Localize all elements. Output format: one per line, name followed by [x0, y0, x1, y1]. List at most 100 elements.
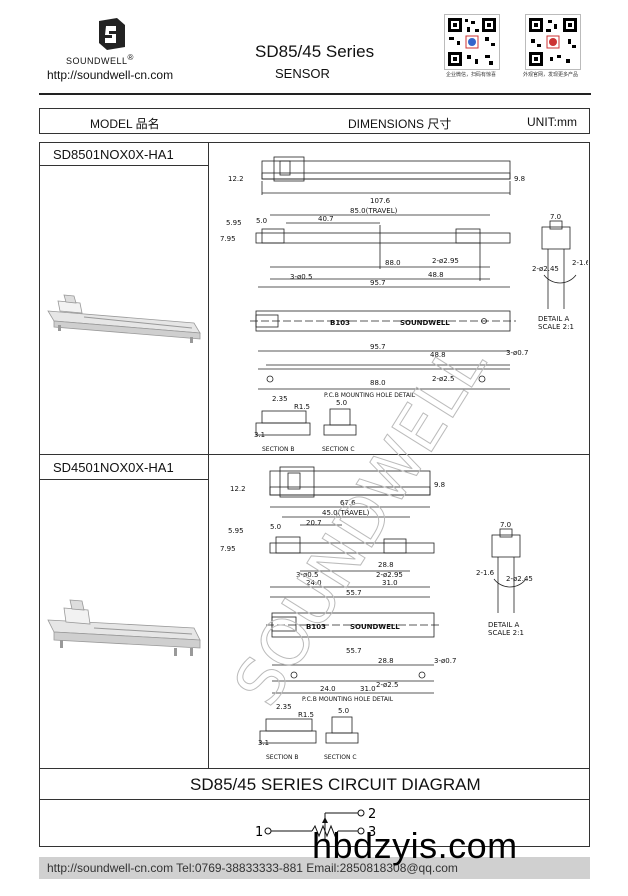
dim-w1: 5.0 [270, 523, 281, 531]
dim-h2: 9.8 [434, 481, 445, 489]
dim-w1: 5.0 [256, 217, 267, 225]
detail-width: 7.0 [500, 521, 511, 529]
detail-width: 7.0 [550, 213, 561, 221]
model-name-1: SD8501NOX0X-HA1 [53, 147, 174, 162]
pcb-dim-488: 48.8 [430, 351, 446, 359]
table-header: MODEL 品名 DIMENSIONS 尺寸 UNIT:mm [39, 108, 590, 134]
model-header: MODEL 品名 [90, 117, 160, 131]
section-c-dim1: 5.0 [336, 399, 347, 407]
dim-d3: 48.8 [428, 271, 444, 279]
qr-code-wechat[interactable] [444, 14, 500, 70]
pcb-dim-31: 31.0 [360, 685, 376, 693]
dim-d1: 40.7 [318, 215, 334, 223]
product-photo-sd85 [47, 294, 201, 343]
dim-overall: 107.6 [370, 197, 391, 205]
qr-icon [448, 18, 496, 66]
pcb-dim-957: 95.7 [370, 343, 386, 351]
column-divider [208, 143, 209, 768]
slider-marking-left: B103 [330, 319, 350, 327]
qr-left-caption: 企业微信，扫码有惊喜 [446, 72, 497, 78]
row-divider [40, 454, 589, 455]
pcb-hole: 2-ø2.5 [376, 681, 398, 689]
pin-2-label: 2 [368, 807, 376, 822]
row-divider [40, 479, 208, 480]
qr-code-website[interactable] [525, 14, 581, 70]
dim-h3: 7.95 [220, 545, 236, 553]
pcb-pin: 3-ø0.7 [434, 657, 456, 665]
dim-overall: 67.6 [340, 499, 356, 507]
section-b-dim1: 2.35 [276, 703, 292, 711]
qr-icon [529, 18, 577, 66]
dim-hole2: 3-ø0.5 [290, 273, 312, 281]
dim-d2: 28.8 [378, 561, 394, 569]
header-url[interactable]: http://soundwell-cn.com [47, 68, 174, 82]
circuit-diagram: 1 2 3 [255, 807, 376, 840]
page-title: SD85/45 Series [255, 42, 375, 61]
qr-right-caption: 外观官网，发现更多产品 [523, 72, 579, 78]
logo [95, 17, 127, 51]
dim-h4: 5.95 [228, 527, 244, 535]
dim-travel: 45.0(TRAVEL) [322, 509, 370, 517]
detail-hole: 2-ø2.45 [506, 575, 533, 583]
diagonal-watermark: SOUNDWELL [230, 331, 502, 719]
slider-marking-left: B103 [306, 623, 326, 631]
dimension-drawing-sd45: 67.6 45.0(TRAVEL) 20.7 28.8 31.0 55.7 24… [220, 466, 533, 761]
detail-side: 2-1.6 [572, 259, 588, 267]
pcb-pin: 3-ø0.7 [506, 349, 528, 357]
dim-travel: 85.0(TRAVEL) [350, 207, 398, 215]
dim-h3: 7.95 [220, 235, 236, 243]
dim-d4: 55.7 [346, 589, 362, 597]
detail-scale: SCALE 2:1 [488, 629, 524, 637]
row-divider [40, 799, 589, 800]
section-b-label: SECTION B [262, 446, 294, 453]
detail-hole: 2-ø2.45 [532, 265, 559, 273]
spec-table: SD8501NOX0X-HA1 SD4501NOX0X-HA1 SD85/45 … [39, 142, 590, 847]
detail-side: 2-1.6 [476, 569, 495, 577]
brand-text: SOUNDWELL [66, 56, 128, 66]
product-photo-sd45 [47, 599, 201, 656]
slider-marking-right: SOUNDWELL [400, 319, 450, 327]
footer-bar: http://soundwell-cn.com Tel:0769-3883333… [39, 857, 590, 879]
section-b-dim2: R1.5 [294, 403, 310, 411]
dim-h2: 9.8 [514, 175, 525, 183]
detail-label: DETAIL A [488, 621, 520, 629]
pcb-label: P.C.B MOUNTING HOLE DETAIL [302, 696, 394, 703]
section-c-dim1: 5.0 [338, 707, 349, 715]
dim-h1: 12.2 [228, 175, 244, 183]
page-subtitle: SENSOR [275, 66, 330, 81]
dim-h4: 5.95 [226, 219, 242, 227]
dimensions-header: DIMENSIONS 尺寸 [348, 117, 452, 131]
detail-label: DETAIL A [538, 315, 570, 323]
footer-contact: http://soundwell-cn.com Tel:0769-3883333… [47, 861, 458, 875]
circuit-title: SD85/45 SERIES CIRCUIT DIAGRAM [190, 775, 481, 794]
dim-hole2: 3-ø0.5 [296, 571, 318, 579]
row-divider [40, 165, 208, 166]
dim-d5: 24.0 [306, 579, 322, 587]
pcb-label: P.C.B MOUNTING HOLE DETAIL [324, 392, 416, 399]
pin-3-label: 3 [368, 825, 376, 840]
section-b-dim2: R1.5 [298, 711, 314, 719]
pcb-dim-288: 28.8 [378, 657, 394, 665]
brand-name: SOUNDWELL® [66, 53, 134, 66]
dim-hole1: 2-ø2.95 [376, 571, 403, 579]
dim-d2: 88.0 [385, 259, 401, 267]
pcb-dim-557: 55.7 [346, 647, 362, 655]
watermark-text: SOUNDWELL [230, 331, 501, 718]
dim-d1: 20.7 [306, 519, 322, 527]
row-divider [40, 768, 589, 769]
section-c-label: SECTION C [322, 446, 355, 453]
soundwell-logo-icon [99, 18, 125, 50]
dim-d4: 95.7 [370, 279, 386, 287]
pcb-dim-88: 88.0 [370, 379, 386, 387]
site-watermark: hbdzyis.com [312, 825, 518, 866]
header-divider [39, 93, 591, 95]
dim-h1: 12.2 [230, 485, 246, 493]
dim-hole1: 2-ø2.95 [432, 257, 459, 265]
pin-1-label: 1 [255, 825, 263, 840]
section-b-dim3: 3.1 [254, 431, 265, 439]
detail-scale: SCALE 2:1 [538, 323, 574, 331]
pcb-dim-24: 24.0 [320, 685, 336, 693]
section-b-dim3: 3.1 [258, 739, 269, 747]
registered-mark: ® [127, 53, 134, 62]
section-b-label: SECTION B [266, 754, 298, 761]
